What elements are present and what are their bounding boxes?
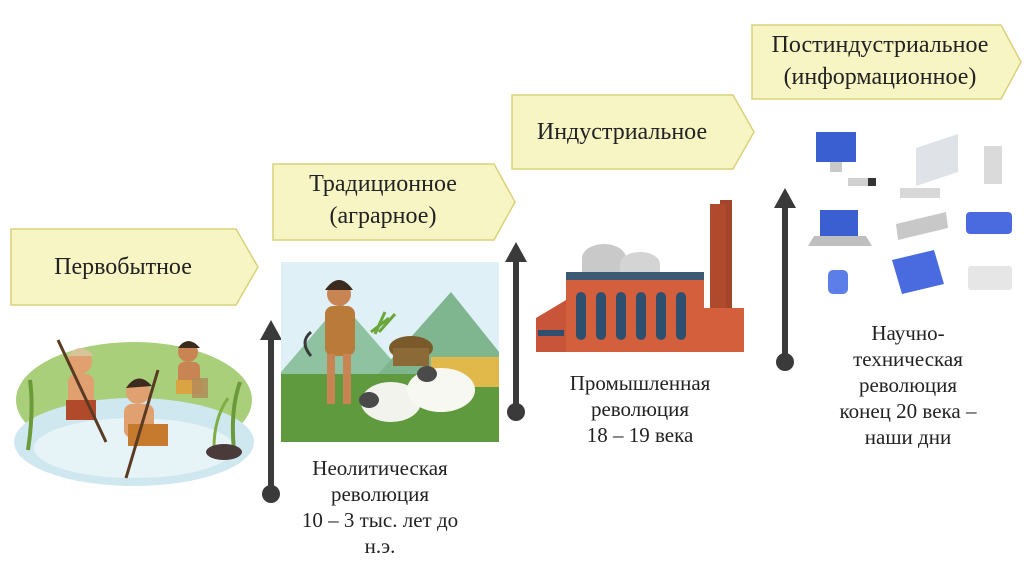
stage-label-primitive bbox=[10, 228, 259, 306]
revolution-industrial-line2: революция bbox=[590, 397, 690, 421]
stage-label-traditional-line1: Традиционное bbox=[309, 171, 457, 197]
revolution-scientific-line5: наши дни bbox=[864, 425, 952, 449]
revolution-scientific-line1: Научно- bbox=[871, 321, 945, 345]
revolution-industrial-text: Промышленная революция 18 – 19 века bbox=[540, 370, 740, 448]
stage-label-postindustrial-line2: (информационное) bbox=[783, 64, 977, 90]
stage-label-traditional-text: Традиционное (аграрное) bbox=[272, 168, 494, 238]
revolution-neolithic-line2: революция bbox=[330, 482, 430, 506]
primitive-people-illustration bbox=[14, 339, 254, 486]
stage-label-traditional-line2: (аграрное) bbox=[329, 203, 437, 229]
agrarian-illustration bbox=[281, 262, 499, 442]
stage-label-primitive-text: Первобытное bbox=[54, 253, 192, 280]
revolution-neolithic-text: Неолитическая революция 10 – 3 тыс. лет … bbox=[285, 455, 475, 559]
revolution-industrial-line1: Промышленная bbox=[569, 371, 711, 395]
revolution-neolithic-line4: н.э. bbox=[364, 534, 396, 558]
transition-arrow-scientific bbox=[774, 188, 796, 371]
revolution-industrial-line3: 18 – 19 века bbox=[586, 423, 694, 447]
revolution-scientific-line3: революция bbox=[858, 373, 958, 397]
revolution-scientific-line2: техническая bbox=[853, 347, 963, 371]
transition-arrow-neolithic bbox=[260, 320, 282, 503]
revolution-neolithic-line3: 10 – 3 тыс. лет до bbox=[301, 508, 459, 532]
stage-label-postindustrial-line1: Постиндустриальное bbox=[771, 32, 989, 58]
stage-label-industrial bbox=[511, 94, 755, 170]
stage-label-postindustrial bbox=[751, 24, 1022, 100]
transition-arrow-industrial bbox=[505, 242, 527, 421]
factory-illustration bbox=[536, 200, 744, 352]
revolution-neolithic-line1: Неолитическая bbox=[312, 456, 448, 480]
revolution-scientific-line4: конец 20 века – bbox=[839, 399, 977, 423]
devices-illustration bbox=[808, 132, 1012, 294]
stage-label-postindustrial-text: Постиндустриальное (информационное) bbox=[751, 29, 1009, 97]
revolution-scientific-text: Научно- техническая революция конец 20 в… bbox=[808, 320, 1008, 450]
stage-label-industrial-text: Индустриальное bbox=[536, 118, 708, 145]
stage-label-traditional bbox=[272, 163, 516, 241]
